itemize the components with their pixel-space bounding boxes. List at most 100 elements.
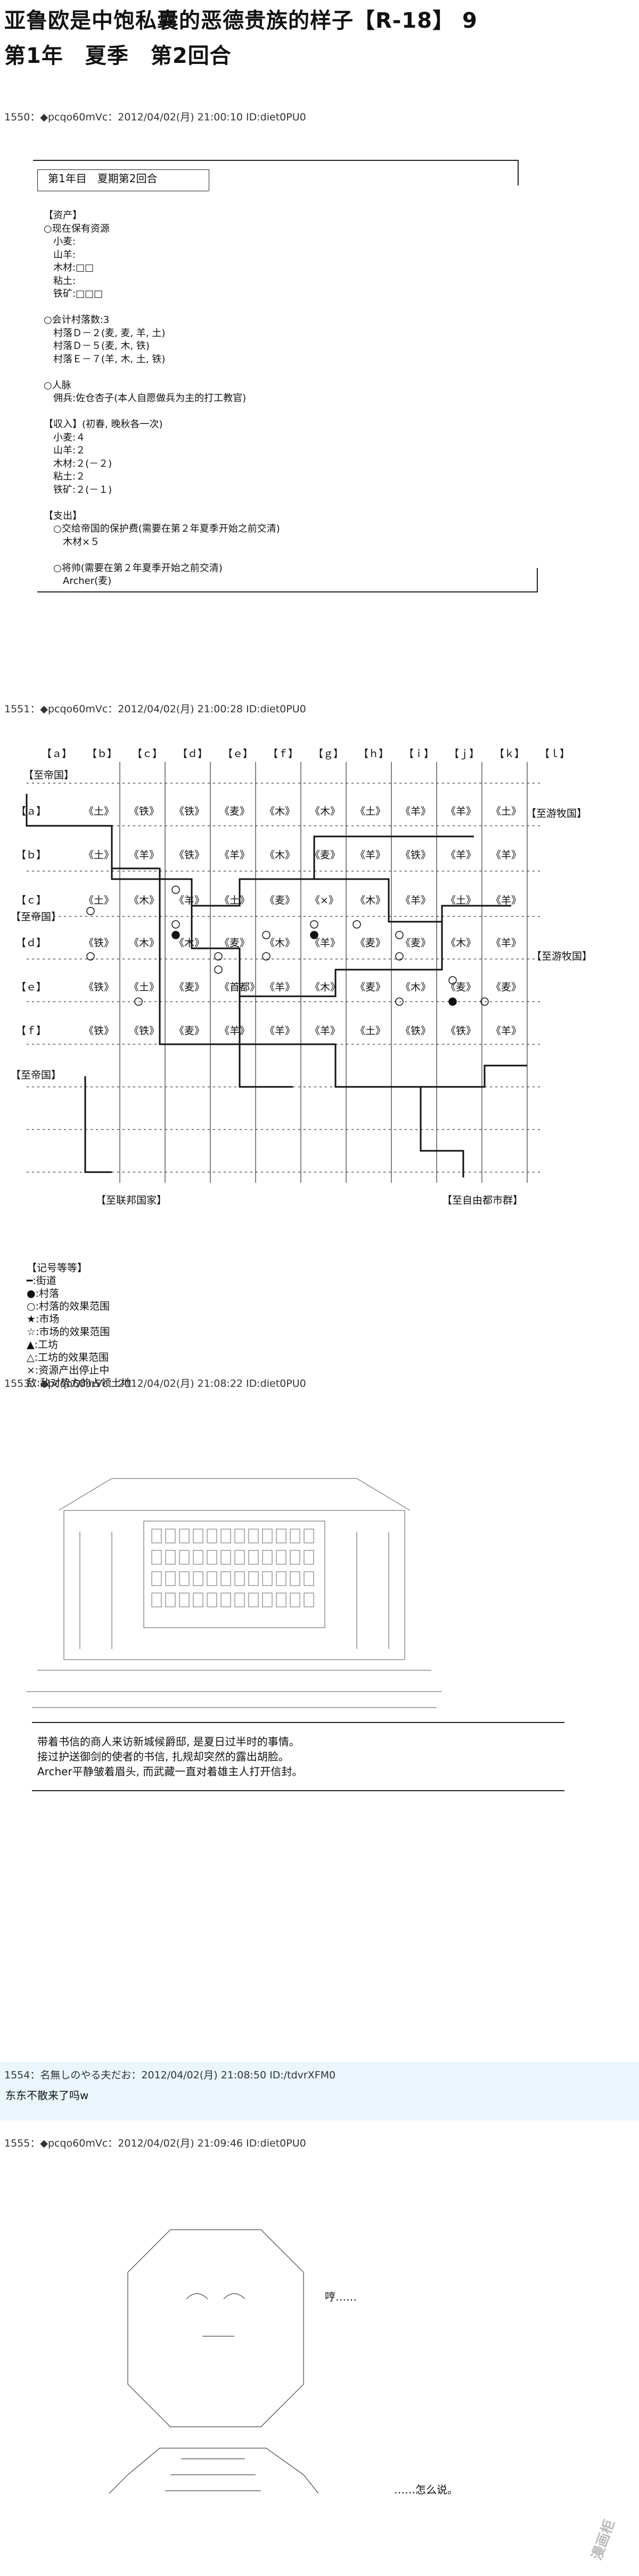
map-cell: 《土》	[219, 895, 250, 906]
chapter-title: 第1年 夏季 第2回合	[4, 44, 232, 68]
status-line: 山羊:	[44, 249, 76, 261]
village-range-marker	[262, 952, 271, 961]
map-cell: 《羊》	[491, 849, 522, 861]
map-cell: 《铁》	[129, 806, 160, 817]
map-road	[239, 996, 293, 1088]
mansion-window	[276, 1571, 286, 1586]
mansion-window	[290, 1592, 300, 1607]
map-col-header: 【ｇ】	[313, 748, 344, 760]
status-line: 村落Ｄ－５(麦, 木, 铁)	[44, 340, 150, 352]
map-cell: 《麦》	[174, 981, 205, 993]
map-col-header: 【ｊ】	[449, 748, 480, 760]
map-label-nomad-2: 【至游牧国】	[531, 950, 593, 962]
map-cell: 《木》	[174, 937, 205, 949]
map-road	[111, 826, 527, 1088]
mansion-window	[165, 1529, 176, 1543]
status-title-box-left	[37, 169, 38, 191]
mansion-window	[304, 1550, 314, 1565]
legend-line: 【记号等等】	[27, 1262, 88, 1274]
legend-line: △:工坊的效果范围	[27, 1352, 109, 1363]
post-header-1550: 1550：◆pcqo60mVc：2012/04/02(月) 21:00:10 I…	[4, 111, 306, 123]
village-range-marker	[86, 907, 95, 915]
map-label-union: 【至联邦国家】	[96, 1194, 167, 1206]
status-line: 小麦:	[44, 236, 76, 247]
map-col-header: 【ｂ】	[87, 748, 118, 760]
mansion-window	[179, 1529, 190, 1543]
map-cell: 《羊》	[491, 1025, 522, 1037]
map-cell: 《土》	[355, 806, 386, 817]
mansion-ascii-art	[27, 1439, 442, 1716]
status-top-rule	[33, 160, 519, 161]
thread-title: 亚鲁欧是中饱私囊的恶德贵族的样子【R-18】 9	[4, 9, 478, 33]
map-cell: 《木》	[265, 806, 296, 817]
mansion-window	[276, 1550, 286, 1565]
map-cell: 《麦》	[355, 981, 386, 993]
mansion-window	[220, 1592, 231, 1607]
map-col-header: 【ｅ】	[223, 748, 253, 760]
post-header-1553: 1553：◆pcqo60mVc：2012/04/02(月) 21:08:22 I…	[4, 1378, 306, 1389]
mansion-window	[220, 1571, 231, 1586]
mansion-window	[193, 1529, 203, 1543]
map-col-header: 【ｆ】	[268, 748, 299, 760]
map-cell: 《土》	[355, 1025, 386, 1037]
mansion-window	[262, 1592, 273, 1607]
reply-post-1554	[0, 2062, 639, 2120]
mansion-window	[165, 1550, 176, 1565]
map-cell: 《羊》	[265, 981, 296, 993]
map-cell: 《土》	[129, 981, 160, 993]
story-line: 接过护送御剑的使者的书信, 扎规却突然的露出胡脸。	[37, 1750, 289, 1763]
village-marker	[310, 931, 318, 939]
map-cell: 《麦》	[400, 937, 431, 949]
map-cell: 《木》	[310, 981, 341, 993]
status-line: Archer(麦)	[44, 575, 112, 587]
mansion-window	[220, 1529, 231, 1543]
village-range-marker	[395, 952, 404, 961]
map-label-free-city: 【至自由都市群】	[442, 1194, 523, 1206]
status-line: ○交给帝国的保护费(需要在第２年夏季开始之前交清)	[44, 523, 280, 534]
map-cell: 《羊》	[310, 937, 341, 949]
mansion-window	[276, 1529, 286, 1543]
map-col-header: 【ｈ】	[358, 748, 389, 760]
map-lines	[26, 762, 543, 1183]
map-label-nomad-1: 【至游牧国】	[526, 808, 587, 819]
map-cell: 《铁》	[400, 849, 431, 861]
watermark-logo: 漫画柜	[588, 2517, 618, 2563]
map-road	[191, 905, 511, 997]
map-row-header: 【ａ】	[16, 806, 47, 817]
mansion-window	[193, 1550, 203, 1565]
map-label-empire-left: 【至帝国】	[11, 911, 62, 923]
mansion-window	[179, 1550, 190, 1565]
status-line: 小麦:４	[44, 432, 86, 443]
status-line: 佣兵:佐仓杏子(本人自愿做兵为主的打工教官)	[44, 393, 247, 404]
status-line: 粘土:	[44, 275, 76, 287]
mansion-window	[262, 1529, 273, 1543]
post-header-1551: 1551：◆pcqo60mVc：2012/04/02(月) 21:00:28 I…	[4, 703, 306, 715]
map-cell: 《麦》	[219, 937, 250, 949]
mansion-window	[248, 1529, 259, 1543]
map-cell: 《麦》	[265, 895, 296, 906]
map-cell: 《铁》	[174, 806, 205, 817]
status-line: ○人脉	[44, 379, 71, 391]
map-cell: 《羊》	[355, 849, 386, 861]
map-cell: 《木》	[129, 937, 160, 949]
mansion-window	[151, 1529, 162, 1543]
map-cell: 《羊》	[400, 895, 431, 906]
village-range-marker	[353, 920, 361, 929]
post-header-1555: 1555：◆pcqo60mVc：2012/04/02(月) 21:09:46 I…	[4, 2138, 306, 2149]
status-line: 木材:２(－２)	[44, 458, 112, 469]
map-cell: 《羊》	[491, 895, 522, 906]
mansion-window	[304, 1571, 314, 1586]
map-cell: 《木》	[265, 937, 296, 949]
status-bottom-rule	[37, 591, 538, 592]
map-col-header: 【ａ】	[42, 748, 72, 760]
village-range-marker	[171, 920, 180, 929]
village-range-marker	[262, 931, 271, 939]
map-col-header: 【ｉ】	[404, 748, 435, 760]
map-road	[420, 1087, 464, 1177]
legend-line: ━:街道	[27, 1275, 56, 1287]
map-cell: 《羊》	[129, 849, 160, 861]
map-cell: 《羊》	[265, 1025, 296, 1037]
map-cell: 《木》	[355, 895, 386, 906]
status-line: ○将帅(需要在第２年夏季开始之前交清)	[44, 562, 223, 574]
map-label-empire-bottom-left: 【至帝国】	[11, 1069, 62, 1081]
